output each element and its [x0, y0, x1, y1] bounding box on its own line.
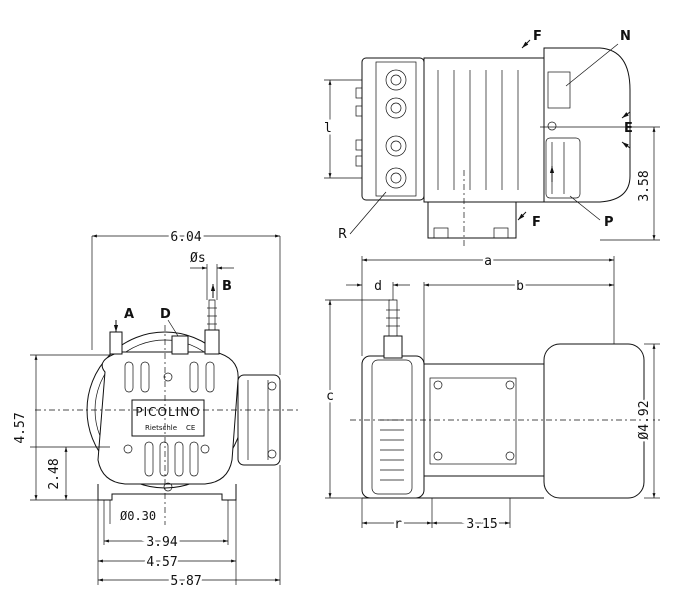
- dim-358: 3.58: [637, 170, 652, 201]
- dim-r: r: [394, 517, 402, 532]
- label-d: D: [160, 307, 171, 322]
- pump-head: [361, 355, 425, 499]
- bolt-icon: [433, 380, 443, 390]
- top-mount: [427, 201, 517, 239]
- cooling-ribs: [124, 361, 215, 477]
- dim-604: 6.04: [170, 230, 201, 245]
- terminal-box: [547, 71, 571, 109]
- side-dimensions: a d b c Ø4.92 r 3.15: [324, 252, 660, 535]
- label-r: R: [338, 227, 347, 242]
- nameplate-model: PICOLINO: [135, 405, 200, 419]
- motor-body: [423, 363, 545, 477]
- dim-hole: Ø0.30: [120, 509, 156, 523]
- front-view: PICOLINO Rietschle CE: [30, 299, 300, 525]
- dim-315: 3.15: [466, 517, 497, 532]
- label-p: P: [604, 215, 614, 230]
- screw-icon: [200, 444, 210, 454]
- label-a: A: [124, 307, 134, 322]
- dim-457-base: 4.57: [146, 555, 177, 570]
- dim-394: 3.94: [146, 535, 177, 550]
- dim-d: d: [374, 279, 382, 294]
- label-e: E: [624, 121, 633, 136]
- top-dimensions: l 3.58 F N E F P R: [322, 29, 660, 242]
- dim-457-vert: 4.57: [13, 412, 28, 443]
- dim-a: a: [484, 254, 492, 269]
- dim-248: 2.48: [47, 458, 62, 489]
- label-n: N: [620, 29, 631, 44]
- dim-b: b: [516, 279, 524, 294]
- base-feet: [97, 484, 237, 501]
- top-motor-body: [423, 57, 545, 203]
- nameplate-ce: CE: [186, 424, 195, 432]
- side-view: [350, 299, 660, 499]
- bolt-icon: [505, 451, 515, 461]
- label-f-bottom: F: [532, 215, 541, 230]
- screw-icon: [123, 444, 133, 454]
- port-a-fitting: [109, 331, 123, 355]
- screw-icon: [163, 372, 173, 382]
- port-icon: [385, 135, 407, 157]
- dim-587: 5.87: [170, 574, 201, 589]
- port-icon: [385, 167, 407, 189]
- motor-stub: [237, 374, 281, 466]
- nameplate: [131, 399, 205, 437]
- label-f-top: F: [533, 29, 542, 44]
- top-fan-cover: [543, 47, 631, 203]
- dim-ds: Øs: [190, 251, 206, 266]
- port-block: [361, 57, 425, 201]
- nameplate-maker: Rietschle: [145, 424, 177, 432]
- port-icon: [385, 97, 407, 119]
- screw-icon: [163, 482, 173, 492]
- capacitor: [545, 137, 581, 199]
- dim-c: c: [326, 389, 334, 404]
- dim-l: l: [324, 121, 332, 136]
- front-dimensions: 6.04 Øs 4.57 2.48 Ø0.30 3.94 4.57 5.87 A: [13, 228, 281, 592]
- dim-492: Ø4.92: [637, 400, 652, 439]
- port-icon: [385, 69, 407, 91]
- bolt-icon: [433, 451, 443, 461]
- bolt-icon: [505, 380, 515, 390]
- port-d-fitting: [171, 335, 189, 355]
- label-b: B: [222, 279, 232, 294]
- fan-cover: [543, 343, 645, 499]
- port-b-fitting: [204, 329, 220, 355]
- top-view: [355, 47, 660, 248]
